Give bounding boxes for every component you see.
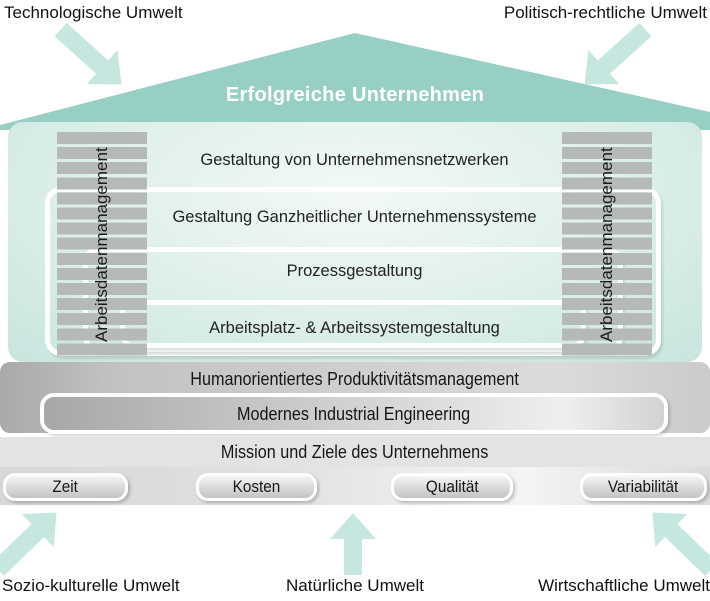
mission-band-text: Mission und Ziele des Unternehmens (221, 442, 489, 462)
goal-zeit-label: Zeit (52, 477, 79, 496)
natural-environment-label: Natürliche Umwelt (286, 576, 424, 595)
house-row-systems-label: Gestaltung Ganzheitlicher Unternehmenssy… (172, 208, 537, 226)
arrow-top-right-icon (569, 12, 661, 101)
pillar-right (562, 132, 652, 358)
industrial-engineering-label: Modernes Industrial Engineering (40, 404, 668, 425)
goal-box-kosten: Kosten (196, 473, 317, 501)
house-row-process-label: Prozessgestaltung (286, 262, 423, 280)
roof-title: Erfolgreiche Unternehmen (225, 84, 485, 106)
mission-band (0, 437, 710, 467)
pillar-left (57, 132, 147, 358)
political-legal-environment-label: Politisch-rechtliche Umwelt (503, 3, 707, 22)
mission-band-label: Mission und Ziele des Unternehmens (0, 442, 710, 463)
productivity-band-text: Humanorientiertes Produktivitätsmanageme… (190, 369, 520, 389)
industrial-engineering-box (40, 393, 668, 434)
arrow-top-left-icon (45, 12, 137, 101)
industrial-engineering-text: Modernes Industrial Engineering (237, 404, 471, 424)
productivity-band-label: Humanorientiertes Produktivitätsmanageme… (0, 369, 710, 390)
goal-box-variabilitaet: Variabilität (580, 473, 707, 501)
arrow-bottom-right-icon (637, 496, 710, 586)
economic-environment-label: Wirtschaftliche Umwelt (538, 576, 710, 595)
goal-variabilitaet-label: Variabilität (608, 477, 679, 496)
frame-outer (45, 187, 661, 356)
goal-box-qualitaet: Qualität (391, 473, 513, 501)
socio-cultural-environment-label: Sozio-kulturelle Umwelt (2, 576, 180, 595)
house-row-workplace-label: Arbeitsplatz- & Arbeitssystemgestaltung (209, 319, 500, 337)
goal-kosten-label: Kosten (232, 477, 281, 496)
technological-environment-label: Technologische Umwelt (4, 3, 183, 22)
goal-box-zeit: Zeit (3, 473, 128, 501)
pillar-left-label: Arbeitsdatenmanagement (92, 147, 111, 343)
pillar-right-label: Arbeitsdatenmanagement (597, 147, 616, 343)
goal-qualitaet-label: Qualität (425, 477, 479, 496)
house-row-networks-label: Gestaltung von Unternehmensnetzwerken (200, 151, 509, 169)
arrow-bottom-center-icon (330, 513, 376, 575)
arrow-bottom-left-icon (0, 496, 72, 586)
